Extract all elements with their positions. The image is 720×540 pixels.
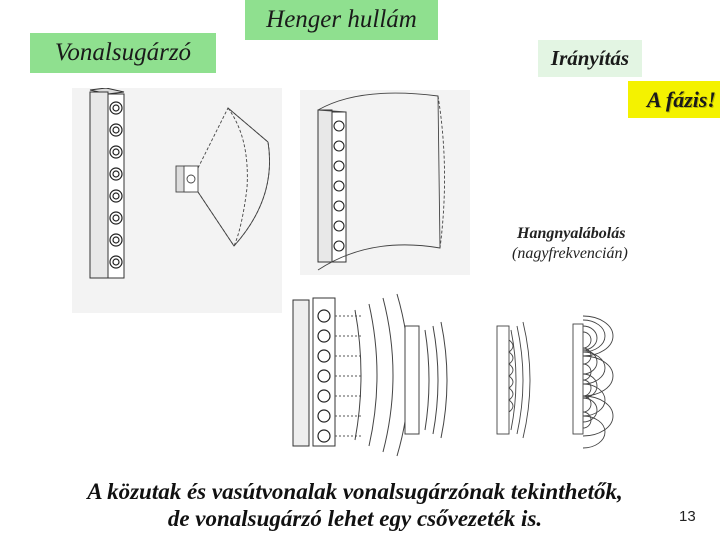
label-iranyitas: Irányítás [538, 40, 642, 77]
plane-source-waves [404, 321, 448, 439]
cylinder-column [317, 109, 347, 263]
beamforming-subtitle: (nagyfrekvencián) [512, 245, 628, 262]
point-source-arcs [572, 315, 614, 449]
label-fazis-text: A fázis! [646, 86, 716, 112]
caption-line-2: de vonalsugárzó lehet egy csővezeték is. [167, 506, 543, 531]
array-interference-waves [496, 321, 531, 439]
label-vonalsugarzo: Vonalsugárzó [30, 33, 216, 73]
beamforming-title: Hangnyalábolás [517, 225, 626, 242]
caption-line-1: A közutak és vasútvonalak vonalsugárzóna… [87, 479, 623, 504]
speaker-column [89, 88, 125, 279]
label-iranyitas-text: Irányítás [550, 46, 630, 70]
page-number: 13 [679, 508, 696, 525]
cylinder-wave-diagram [300, 90, 470, 275]
line-source-diagram [72, 88, 282, 313]
caption: A közutak és vasútvonalak vonalsugárzóna… [40, 478, 670, 532]
side-speaker-sector [175, 107, 271, 247]
curved-wavefronts [354, 293, 410, 457]
label-vonalsugarzo-text: Vonalsugárzó [54, 39, 192, 66]
array-column [292, 297, 363, 447]
label-henger-hullam-text: Henger hullám [266, 6, 417, 33]
label-fazis: A fázis! [628, 81, 720, 118]
label-henger-hullam: Henger hullám [245, 0, 438, 40]
wavefront-diagrams [292, 293, 614, 457]
cylinder-surface [317, 92, 445, 271]
